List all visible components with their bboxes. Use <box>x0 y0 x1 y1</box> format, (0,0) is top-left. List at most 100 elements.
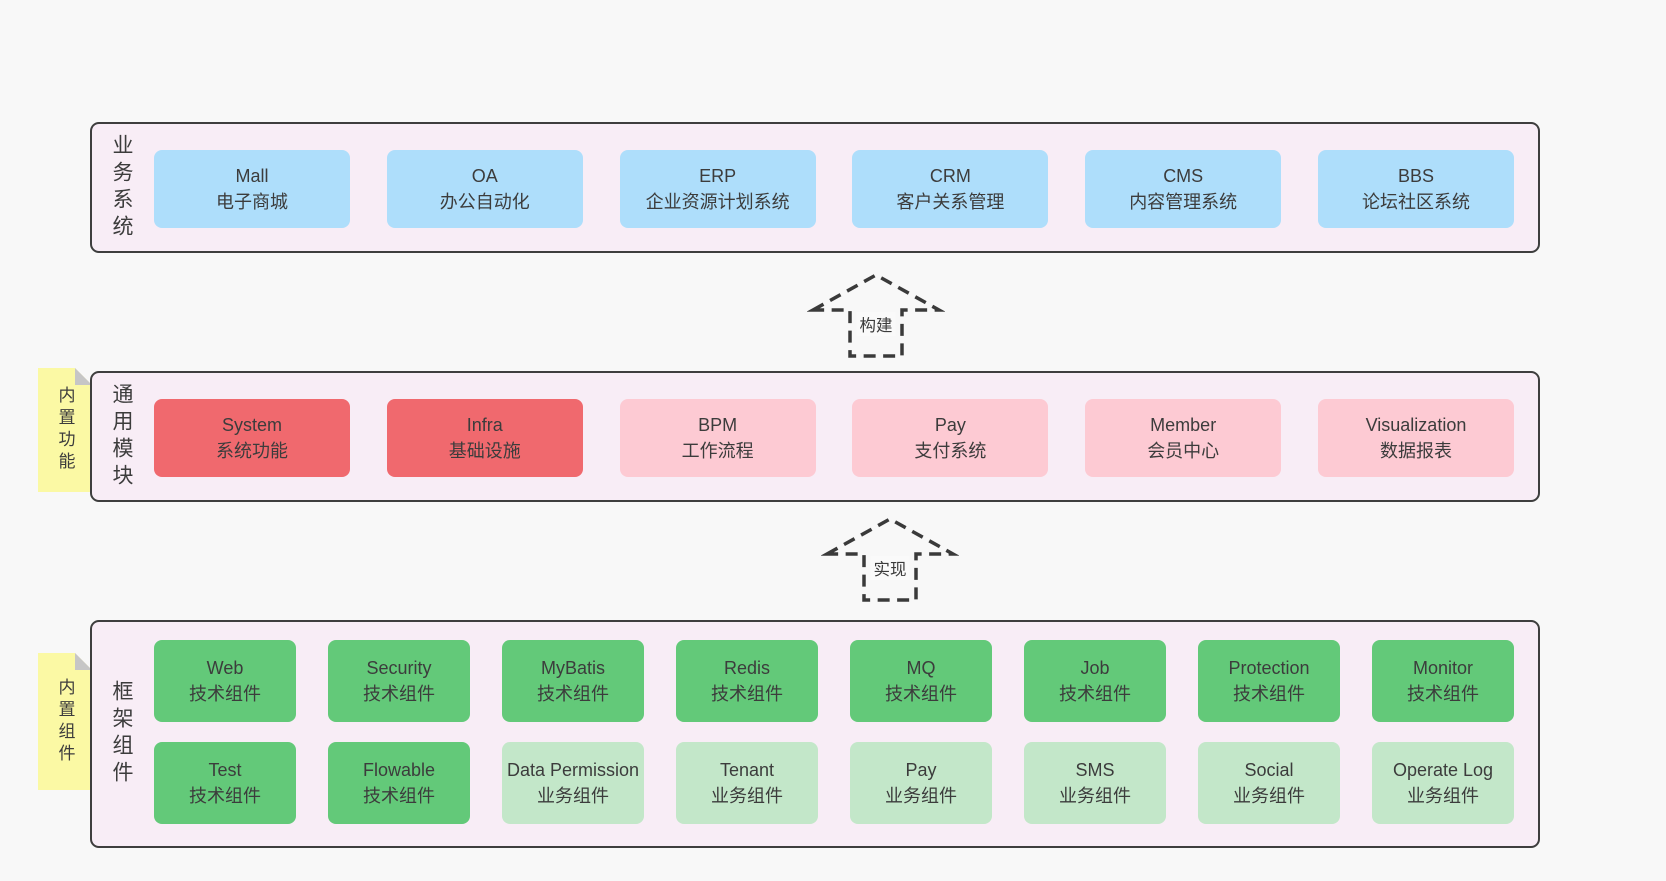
common-modules-row: System 系统功能 Infra 基础设施 BPM 工作流程 Pay 支付系统… <box>154 399 1514 477</box>
box-mq: MQ 技术组件 <box>850 640 992 722</box>
box-system: System 系统功能 <box>154 399 350 477</box>
box-title: Infra <box>466 414 503 435</box>
box-data-permission: Data Permission 业务组件 <box>502 742 644 824</box>
box-title: BPM <box>698 414 738 435</box>
box-subtitle: 论坛社区系统 <box>1361 192 1470 212</box>
arrow-label-implement: 实现 <box>870 556 910 580</box>
box-subtitle: 业务组件 <box>537 786 609 806</box>
box-subtitle: 电子商城 <box>216 192 288 212</box>
framework-components-row-2: Test 技术组件 Flowable 技术组件 Data Permission … <box>154 742 1514 824</box>
box-subtitle: 业务组件 <box>711 786 783 806</box>
box-subtitle: 客户关系管理 <box>896 192 1005 212</box>
band-label-business-systems: 业务系统 <box>110 133 133 242</box>
box-security: Security 技术组件 <box>328 640 470 722</box>
box-subtitle: 技术组件 <box>363 786 435 806</box>
box-title: Tenant <box>719 759 775 780</box>
box-subtitle: 业务组件 <box>1059 786 1131 806</box>
box-subtitle: 业务组件 <box>1233 786 1305 806</box>
box-subtitle: 技术组件 <box>1233 684 1305 704</box>
box-subtitle: 技术组件 <box>1059 684 1131 704</box>
box-member: Member 会员中心 <box>1085 399 1282 477</box>
box-infra: Infra 基础设施 <box>386 399 583 477</box>
box-title: SMS <box>1075 759 1115 780</box>
band-label-common-modules: 通用模块 <box>110 382 133 491</box>
box-subtitle: 技术组件 <box>189 786 261 806</box>
box-cms: CMS 内容管理系统 <box>1085 150 1282 228</box>
sticky-note-builtin-components: 内置组件 <box>38 653 92 790</box>
box-subtitle: 技术组件 <box>363 684 435 704</box>
box-title: MyBatis <box>540 657 605 678</box>
box-title: Social <box>1244 759 1294 780</box>
box-title: Security <box>366 657 432 678</box>
arrow-implement: 实现 <box>821 514 959 606</box>
box-subtitle: 工作流程 <box>681 441 754 461</box>
box-bpm: BPM 工作流程 <box>619 399 816 477</box>
band-label-framework-components: 框架组件 <box>110 680 133 788</box>
box-subtitle: 技术组件 <box>189 684 261 704</box>
box-title: Pay <box>905 759 937 780</box>
sticky-note-builtin-features: 内置功能 <box>38 368 92 492</box>
box-mall: Mall 电子商城 <box>154 150 350 228</box>
box-pay-component: Pay 业务组件 <box>850 742 992 824</box>
box-mybatis: MyBatis 技术组件 <box>502 640 644 722</box>
box-subtitle: 数据报表 <box>1379 441 1452 461</box>
band-business-systems: 业务系统 Mall 电子商城 OA 办公自动化 ERP 企业资源计划系统 CRM… <box>90 122 1540 253</box>
box-crm: CRM 客户关系管理 <box>852 150 1049 228</box>
dashed-up-arrow-icon <box>807 272 945 358</box>
box-subtitle: 基础设施 <box>448 441 521 461</box>
box-protection: Protection 技术组件 <box>1198 640 1340 722</box>
box-sms: SMS 业务组件 <box>1024 742 1166 824</box>
box-subtitle: 系统功能 <box>216 441 288 461</box>
box-title: Data Permission <box>506 759 640 780</box>
box-title: Web <box>206 657 244 678</box>
box-bbs: BBS 论坛社区系统 <box>1317 150 1514 228</box>
box-subtitle: 业务组件 <box>885 786 957 806</box>
box-title: Flowable <box>362 759 436 780</box>
box-erp: ERP 企业资源计划系统 <box>619 150 816 228</box>
box-title: ERP <box>699 165 737 186</box>
box-subtitle: 内容管理系统 <box>1129 192 1238 212</box>
box-title: OA <box>471 165 498 186</box>
box-title: Protection <box>1228 657 1310 678</box>
sticky-note-label: 内置组件 <box>55 677 75 766</box>
box-subtitle: 业务组件 <box>1407 786 1479 806</box>
box-monitor: Monitor 技术组件 <box>1372 640 1514 722</box>
arrow-label-build: 构建 <box>856 312 896 336</box>
band-common-modules: 通用模块 System 系统功能 Infra 基础设施 BPM 工作流程 Pay… <box>90 371 1540 502</box>
box-title: Redis <box>723 657 771 678</box>
arrow-build: 构建 <box>807 270 945 362</box>
dashed-up-arrow-icon <box>821 516 959 602</box>
box-title: Member <box>1150 414 1217 435</box>
box-title: Monitor <box>1412 657 1474 678</box>
box-redis: Redis 技术组件 <box>676 640 818 722</box>
box-title: Operate Log <box>1392 759 1494 780</box>
box-oa: OA 办公自动化 <box>386 150 583 228</box>
box-subtitle: 办公自动化 <box>439 192 530 212</box>
box-subtitle: 技术组件 <box>885 684 957 704</box>
box-job: Job 技术组件 <box>1024 640 1166 722</box>
box-operate-log: Operate Log 业务组件 <box>1372 742 1514 824</box>
box-subtitle: 支付系统 <box>914 441 987 461</box>
box-subtitle: 企业资源计划系统 <box>645 192 790 212</box>
box-title: Test <box>208 759 242 780</box>
box-subtitle: 会员中心 <box>1147 441 1220 461</box>
box-subtitle: 技术组件 <box>711 684 783 704</box>
box-title: Mall <box>235 165 269 186</box>
box-web: Web 技术组件 <box>154 640 296 722</box>
box-tenant: Tenant 业务组件 <box>676 742 818 824</box>
box-title: System <box>221 414 282 435</box>
box-title: BBS <box>1397 165 1434 186</box>
business-systems-row: Mall 电子商城 OA 办公自动化 ERP 企业资源计划系统 CRM 客户关系… <box>154 150 1514 228</box>
band-framework-components: 框架组件 Web 技术组件 Security 技术组件 MyBatis 技术组件… <box>90 620 1540 848</box>
box-title: CMS <box>1163 165 1204 186</box>
box-subtitle: 技术组件 <box>537 684 609 704</box>
box-title: MQ <box>906 657 936 678</box>
box-title: Visualization <box>1365 414 1467 435</box>
box-visualization: Visualization 数据报表 <box>1317 399 1514 477</box>
box-flowable: Flowable 技术组件 <box>328 742 470 824</box>
box-test: Test 技术组件 <box>154 742 296 824</box>
box-title: Job <box>1080 657 1110 678</box>
framework-components-row-1: Web 技术组件 Security 技术组件 MyBatis 技术组件 Redi… <box>154 640 1514 722</box>
box-pay-system: Pay 支付系统 <box>852 399 1049 477</box>
